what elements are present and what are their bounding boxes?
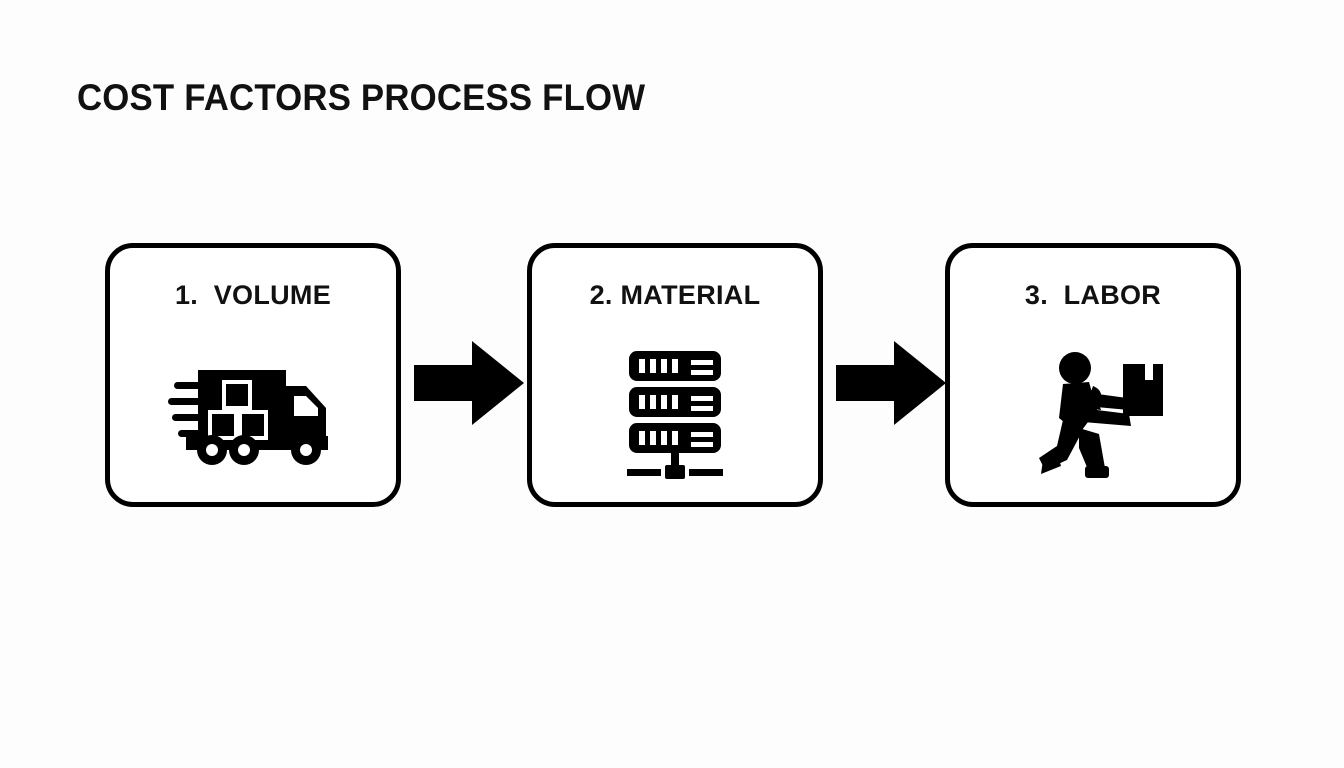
arrow-right-icon-2 bbox=[836, 341, 946, 425]
step-label-material: 2. MATERIAL bbox=[589, 280, 761, 310]
delivery-truck-icon bbox=[110, 340, 396, 490]
step-label-volume: 1. VOLUME bbox=[174, 280, 332, 310]
step-box-labor[interactable]: 3. LABOR bbox=[945, 243, 1241, 507]
page-title: COST FACTORS PROCESS FLOW bbox=[77, 76, 646, 118]
step-label-labor: 3. LABOR bbox=[1024, 280, 1162, 310]
worker-carrying-box-icon bbox=[950, 340, 1236, 490]
step-box-volume[interactable]: 1. VOLUME bbox=[105, 243, 401, 507]
server-rack-icon bbox=[532, 340, 818, 490]
arrow-right-icon-1 bbox=[414, 341, 524, 425]
step-box-material[interactable]: 2. MATERIAL bbox=[527, 243, 823, 507]
process-flow-diagram: 1. VOLUME bbox=[0, 243, 1344, 509]
